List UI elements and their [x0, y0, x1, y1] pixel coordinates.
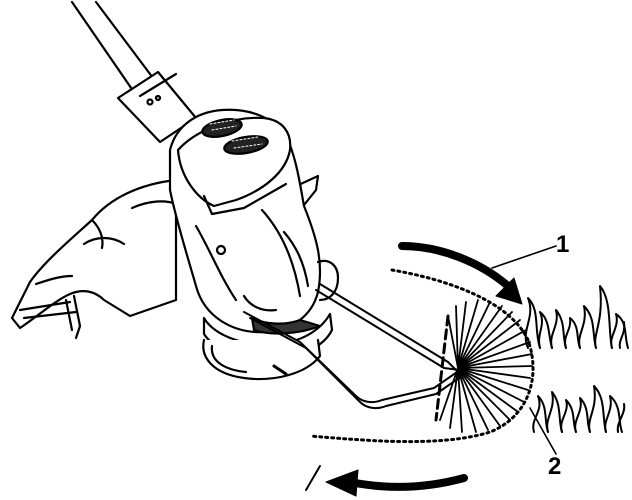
cutting-swath-icon [436, 300, 532, 432]
rotation-arrow-lower-icon [306, 466, 464, 496]
rotation-arrow-icon [402, 246, 522, 304]
grass-icon [526, 286, 628, 432]
trimmer-shaft [72, 2, 196, 142]
motor-housing [170, 110, 338, 379]
callout-label-1: 1 [556, 233, 569, 257]
callout-label-2: 2 [548, 455, 561, 479]
